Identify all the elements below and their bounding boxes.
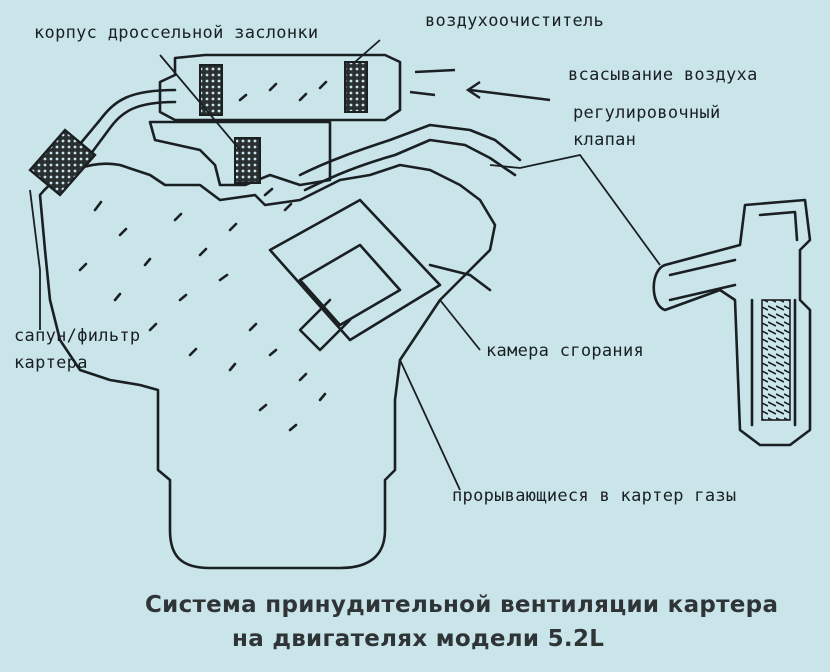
engine-block xyxy=(38,162,497,570)
pcv-valve-body xyxy=(652,198,812,447)
gas-flow-dashes xyxy=(78,80,328,432)
label-blowby-gases: прорывающиеся в картер газы xyxy=(452,486,737,506)
throttle-filter xyxy=(234,137,261,184)
valve-spring xyxy=(761,299,791,421)
label-air-intake: всасывание воздуха xyxy=(568,65,758,85)
airflow-arrows xyxy=(409,68,551,102)
label-breather-1: сапун/фильтр xyxy=(14,326,141,346)
cylinder-bore xyxy=(268,198,442,342)
label-throttle-body: корпус дроссельной заслонки xyxy=(34,23,319,43)
breather-hose xyxy=(73,88,177,157)
filter-elements xyxy=(28,61,791,421)
label-air-cleaner: воздухоочиститель xyxy=(425,11,605,31)
label-regulating-valve-1: регулировочный xyxy=(573,103,721,123)
caption-line-1: Система принудительной вентиляции картер… xyxy=(145,592,779,618)
piston xyxy=(298,243,402,327)
label-breather-2: картера xyxy=(14,353,88,373)
pcv-hose xyxy=(298,123,522,192)
spark-plug xyxy=(428,263,492,292)
air-filter-right xyxy=(344,61,368,113)
connecting-rod xyxy=(298,298,352,352)
pcv-valve-inner xyxy=(668,210,799,427)
label-combustion-chamber: камера сгорания xyxy=(486,341,645,361)
breather-filter xyxy=(28,128,97,197)
caption-line-2: на двигателях модели 5.2L xyxy=(232,626,605,652)
leader-lines xyxy=(29,39,661,491)
label-regulating-valve-2: клапан xyxy=(573,130,637,150)
